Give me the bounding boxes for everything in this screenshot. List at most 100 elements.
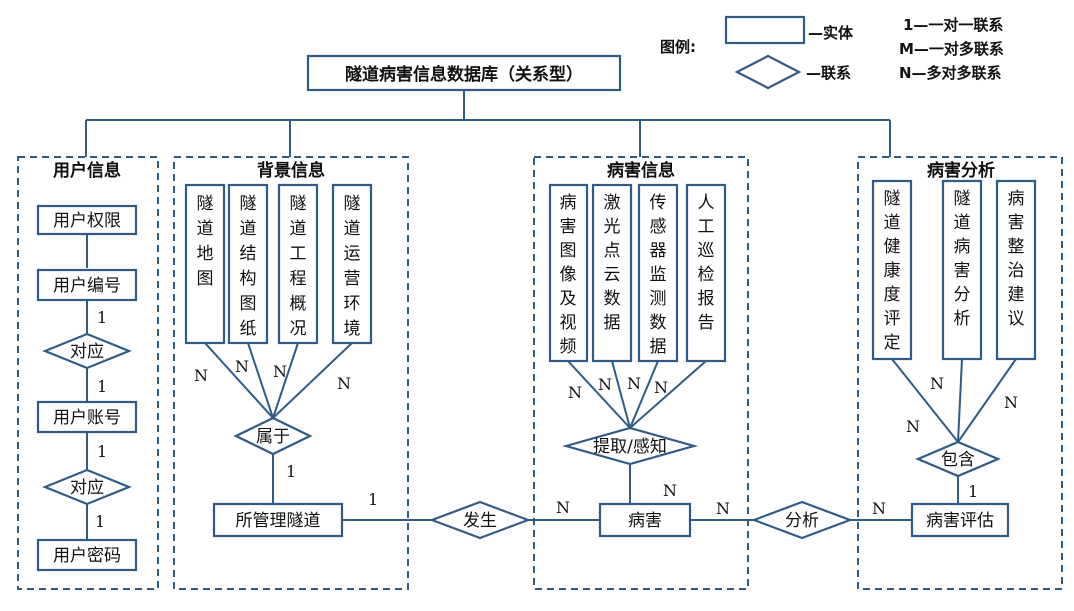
- bg-line-environment: [272, 342, 353, 419]
- title-mask-background: [248, 159, 334, 181]
- legend-label: 图例:: [660, 38, 696, 56]
- entity-disease-label: 病害: [628, 511, 662, 531]
- relation-extract-sense: [561, 426, 699, 466]
- bg-line-map: [204, 342, 274, 419]
- card-an-main: 1: [968, 482, 978, 501]
- entity-disease: [598, 502, 692, 538]
- relation-contain: [915, 440, 1001, 478]
- card-analyze-left: N: [716, 499, 730, 518]
- entity-sensor-monitoring-label: 传感器监测数据: [650, 193, 667, 357]
- card-analyze-right: N: [872, 499, 886, 518]
- relation-occur: [428, 500, 532, 540]
- dz-line-image: [567, 360, 631, 429]
- entity-laser-point-cloud-label: 激光点云数据: [604, 193, 621, 333]
- entity-managed-tunnel-label: 所管理隧道: [236, 511, 321, 531]
- relation-analyze: [750, 500, 854, 540]
- relation-correspond-1-label: 对应: [70, 342, 104, 362]
- legend-entity-symbol: [724, 15, 806, 45]
- card-bg-environment: N: [337, 374, 351, 393]
- card-user-2: 1: [97, 377, 107, 396]
- entity-manual-inspection: [685, 183, 727, 363]
- card-an-suggestion: N: [1004, 393, 1018, 412]
- entity-tunnel-map-label: 隧道地图: [197, 194, 214, 289]
- entity-laser-point-cloud: [591, 183, 633, 363]
- database-title-box: [306, 54, 622, 92]
- legend-one-to-many: M—一对多联系: [899, 40, 1004, 58]
- entity-tunnel-drawing-label: 隧道结构图纸: [240, 194, 257, 339]
- entity-sensor-monitoring: [637, 183, 679, 363]
- entity-user-number-label: 用户编号: [53, 276, 121, 296]
- entity-user-permission: [36, 204, 138, 236]
- entity-disease-evaluation-label: 病害评估: [926, 511, 994, 531]
- relation-analyze-label: 分析: [785, 511, 819, 531]
- legend-many-to-many: N—多对多联系: [899, 64, 1002, 82]
- entity-remediation-advice-label: 病害整治建议: [1008, 189, 1025, 329]
- card-an-analysis: N: [930, 374, 944, 393]
- entity-user-password: [36, 538, 138, 572]
- entity-health-assessment: [871, 179, 913, 361]
- card-user-1: 1: [97, 308, 107, 327]
- entity-disease-image-video: [548, 183, 589, 363]
- card-dz-main: N: [663, 481, 677, 500]
- entity-manual-inspection-label: 人工巡检报告: [698, 193, 715, 333]
- group-background: [173, 156, 409, 590]
- entity-user-account-label: 用户账号: [53, 408, 121, 428]
- bg-line-structure: [247, 342, 274, 419]
- relation-correspond-2: [42, 468, 132, 506]
- legend-entity-text: —实体: [808, 24, 854, 42]
- relation-belong: [233, 416, 313, 456]
- entity-user-number: [36, 268, 138, 302]
- relation-belong-label: 属于: [256, 427, 290, 447]
- card-an-health: N: [906, 417, 920, 436]
- group-title-user: 用户信息: [53, 160, 121, 181]
- entity-tunnel-map: [184, 183, 226, 345]
- entity-disease-analysis-label: 隧道病害分析: [954, 189, 971, 329]
- card-dz-laser: N: [598, 375, 612, 394]
- relation-occur-label: 发生: [463, 511, 497, 531]
- card-dz-report: N: [654, 378, 668, 397]
- an-line-analysis: [957, 358, 963, 443]
- dz-line-sensor: [629, 360, 659, 429]
- entity-user-password-label: 用户密码: [53, 546, 121, 566]
- entity-remediation-advice: [995, 179, 1037, 361]
- entity-disease-analysis: [941, 179, 983, 361]
- title-mask-disease: [598, 159, 684, 181]
- group-title-disease: 病害信息: [607, 160, 675, 181]
- dz-line-report: [629, 360, 707, 429]
- card-bg-map: N: [194, 366, 208, 385]
- entity-project-overview-label: 隧道工程概况: [290, 194, 307, 339]
- entity-tunnel-drawing: [227, 183, 269, 345]
- card-occur-left: 1: [368, 490, 378, 509]
- entity-user-account: [36, 400, 138, 434]
- group-user: [17, 156, 159, 590]
- title-mask-analysis: [918, 159, 1004, 181]
- relation-contain-label: 包含: [941, 450, 975, 470]
- entity-health-assessment-label: 隧道健康度评定: [884, 189, 901, 353]
- group-analysis: [857, 156, 1063, 590]
- dz-line-laser: [611, 360, 631, 429]
- legend-relation-text: —联系: [806, 64, 851, 82]
- relation-correspond-2-label: 对应: [70, 478, 104, 498]
- entity-user-permission-label: 用户权限: [53, 211, 121, 231]
- entity-disease-image-video-label: 病害图像及视频: [560, 193, 577, 357]
- bg-line-overview: [272, 342, 299, 419]
- group-title-background: 背景信息: [257, 160, 325, 181]
- card-dz-sensor: N: [627, 374, 641, 393]
- an-line-suggestion: [957, 358, 1017, 443]
- legend-one-to-one: 1—一对一联系: [903, 16, 1003, 34]
- relation-extract-sense-label: 提取/感知: [593, 437, 667, 457]
- legend: 图例: —实体 —联系 1—一对一联系 M—一对多联系 N—多对多联系: [660, 15, 1004, 90]
- entity-operation-environment-label: 隧道运营环境: [344, 194, 361, 339]
- card-dz-image: N: [568, 383, 582, 402]
- an-line-health: [891, 358, 959, 443]
- entity-disease-evaluation: [910, 502, 1010, 538]
- card-user-4: 1: [95, 512, 105, 531]
- title-mask-user: [44, 159, 130, 181]
- entity-operation-environment: [331, 183, 373, 345]
- card-user-3: 1: [97, 442, 107, 461]
- group-title-analysis: 病害分析: [927, 160, 995, 181]
- legend-relation-symbol: [734, 54, 802, 90]
- card-occur-right: N: [556, 498, 570, 517]
- card-bg-main: 1: [286, 462, 296, 481]
